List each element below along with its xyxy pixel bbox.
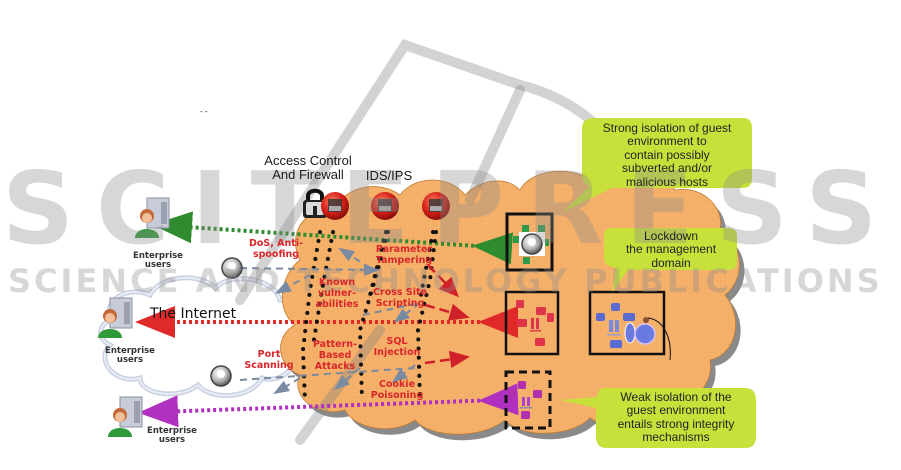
- attack-sql-label: SQL Injection: [373, 336, 421, 358]
- user3-label: Enterprise users: [147, 426, 197, 445]
- enterprise-user-icon: [108, 396, 143, 437]
- attack-cookie-label: Cookie Poisoning: [370, 379, 424, 401]
- user1-label: Enterprise users: [133, 251, 183, 270]
- attack-paths: [239, 247, 421, 395]
- stray-mark: - -: [200, 107, 208, 116]
- attack-dos-label: DoS, Anti- spoofing: [248, 238, 304, 260]
- attack-arrows-red: [424, 264, 470, 369]
- weak-isolation-box: [504, 370, 552, 430]
- lock-icon: [303, 188, 327, 218]
- guest-vm-box-red: [504, 290, 560, 356]
- enterprise-user-icon: [98, 297, 133, 338]
- ips-icon: [422, 192, 450, 220]
- internet-label: The Internet: [150, 306, 237, 322]
- enterprise-user-icon: [135, 197, 170, 238]
- access-control-label: Access Control And Firewall: [264, 153, 352, 182]
- callout-lockdown: Lockdown the management domain: [625, 229, 717, 270]
- callout-weak-bubble: [560, 388, 756, 448]
- attack-param-label: Parameter Tampering: [375, 244, 433, 266]
- user2-label: Enterprise users: [105, 346, 155, 365]
- ids-ips-label: IDS/IPS: [365, 168, 413, 183]
- callout-weak-isolation: Weak isolation of the guest environment …: [617, 390, 735, 445]
- attack-port-scan-label: Port Scanning: [244, 349, 294, 371]
- callout-lockdown-bubble: [604, 228, 737, 292]
- attack-known-vuln-label: Known vulner- abilities: [315, 277, 359, 310]
- attack-pattern-label: Pattern- Based Attacks: [312, 339, 358, 372]
- callout-strong-isolation: Strong isolation of guest environment to…: [602, 121, 732, 189]
- attack-xss-label: Cross Site Scripting: [373, 287, 427, 309]
- link-user3: [138, 383, 519, 428]
- management-domain-box: [588, 290, 671, 361]
- ids-icon: [371, 192, 399, 220]
- callout-strong-bubble: [563, 118, 752, 212]
- attacker-skull-icon: [210, 365, 232, 387]
- attacker-skull-icon: [221, 257, 243, 279]
- strong-isolation-box: [505, 212, 554, 272]
- firewall-icon: [321, 192, 349, 220]
